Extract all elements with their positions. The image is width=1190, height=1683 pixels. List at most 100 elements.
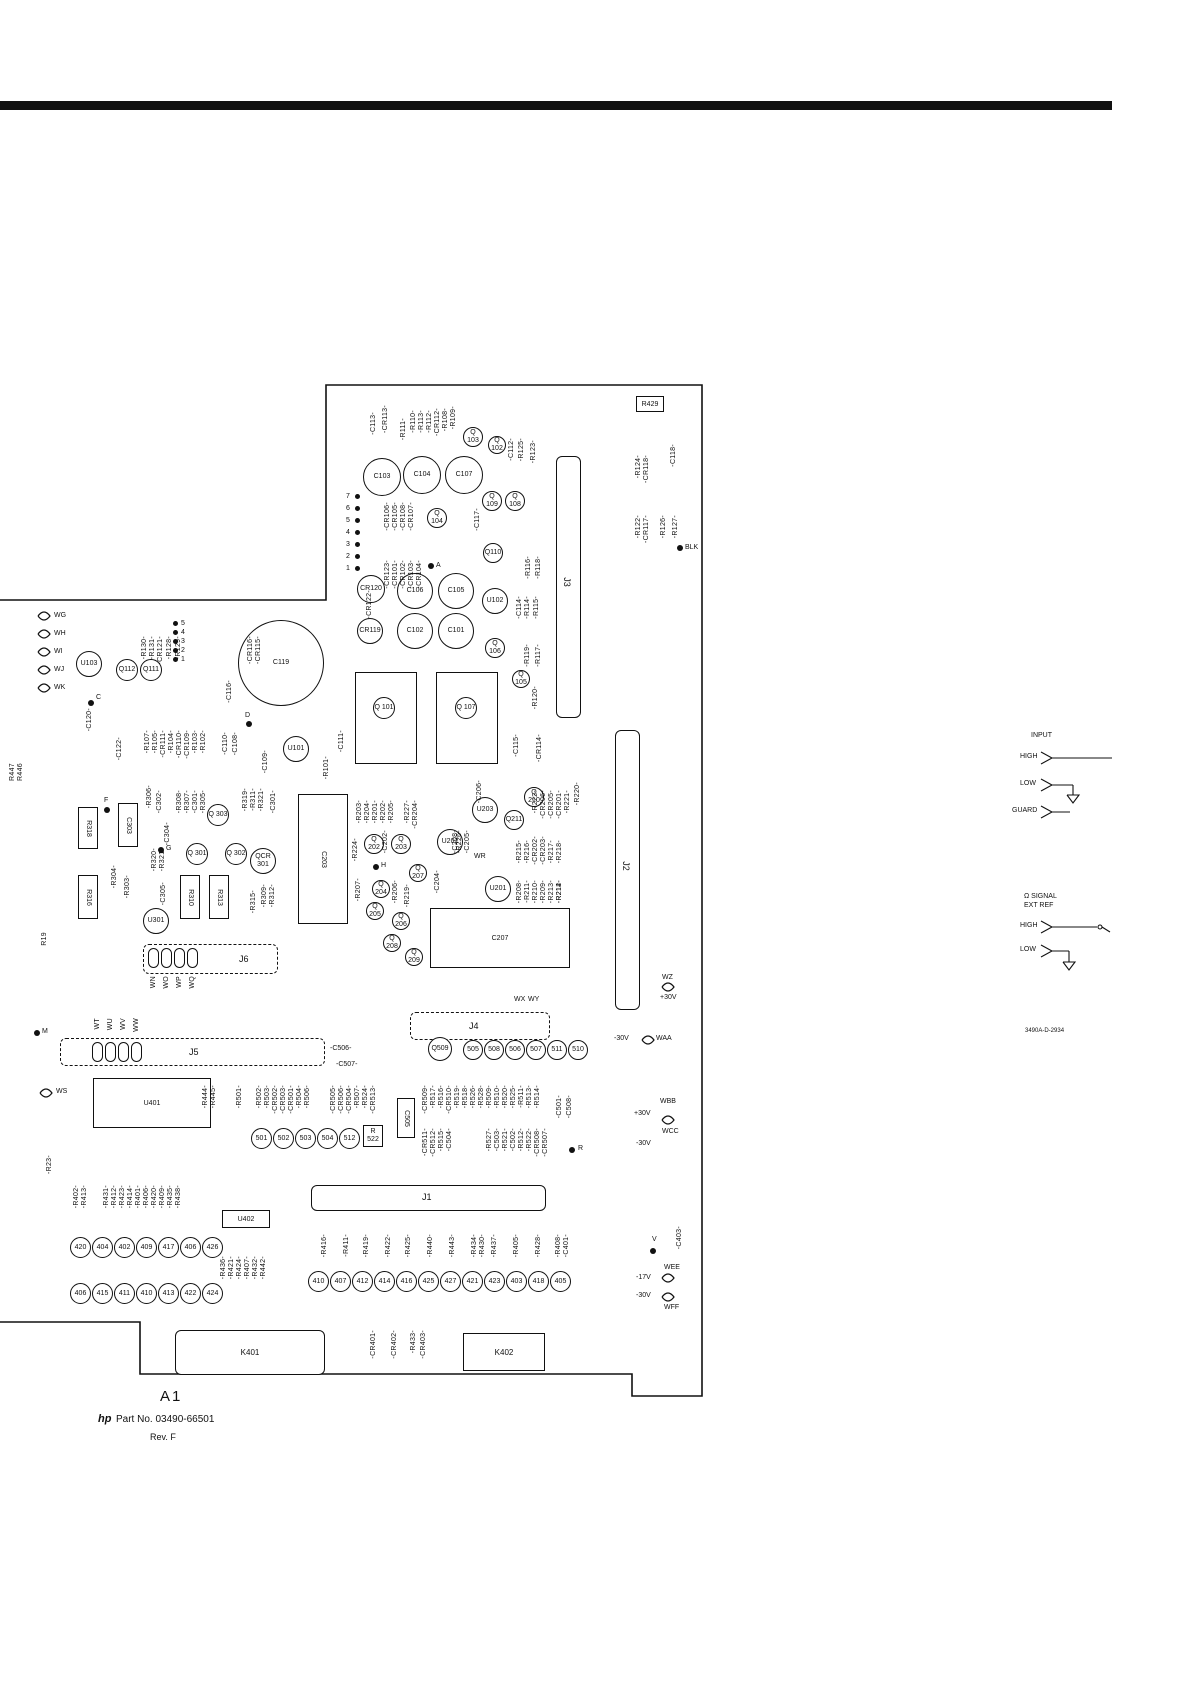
label-r312: -R312-	[269, 884, 276, 908]
label-r445: -R445-	[210, 1085, 217, 1109]
ic-u401: U401	[93, 1078, 211, 1128]
label-r202: -R202-	[380, 800, 387, 824]
test-point-blk-label: BLK	[685, 544, 699, 551]
label-r204: -R204-	[364, 800, 371, 824]
label-r413: -R413-	[81, 1185, 88, 1209]
label-r117: -R117-	[535, 644, 542, 667]
label-r120: -R120-	[532, 686, 539, 710]
test-point-h-label: H	[381, 862, 387, 869]
label-r216: -R216-	[524, 840, 531, 864]
label-r23: -R23-	[46, 1155, 53, 1175]
label-r437: -R437-	[491, 1234, 498, 1258]
test-point-d-label: D	[245, 712, 251, 719]
resistor-r429: R429	[636, 396, 664, 412]
transistor-q407: 407	[330, 1271, 351, 1292]
transistor-q108-label: Q 108	[509, 493, 521, 508]
label-r209: -R209-	[540, 880, 547, 904]
transistor-q303-label: Q 303	[208, 811, 228, 818]
label-r524: -R524-	[362, 1085, 369, 1109]
label-cr205: -CR205-	[548, 790, 555, 819]
transistor-q409-label: 409	[140, 1243, 153, 1251]
label-c202: -C202-	[382, 830, 389, 854]
label-r519: -R519-	[454, 1085, 461, 1109]
label-r412: -R412-	[111, 1185, 118, 1209]
transistor-q507-label: 507	[530, 1046, 542, 1053]
ic-u202: U202	[437, 829, 463, 855]
label-cr112: -CR112-	[434, 408, 441, 437]
label-r515: -R515-	[438, 1128, 445, 1152]
transistor-q416-label: 416	[400, 1277, 413, 1285]
jumper-wx: WX	[514, 996, 526, 1003]
label-c111: -C111-	[338, 730, 345, 753]
pin-dot	[355, 542, 360, 547]
transistor-q105: Q 105	[512, 670, 530, 688]
transistor-q512: 512	[339, 1128, 360, 1149]
capacitor-c203: C203	[298, 794, 348, 924]
label-r211: -R211-	[524, 880, 531, 903]
transistor-q425: 425	[418, 1271, 439, 1292]
transistor-q508: 508	[484, 1040, 504, 1060]
capacitor-1-label: C104	[413, 471, 431, 478]
label-r444: -R444-	[202, 1085, 209, 1109]
label-r526: -R526-	[470, 1085, 477, 1109]
label-c502: -C502-	[510, 1128, 517, 1152]
capacitor-0: C103	[363, 458, 401, 496]
label-cr401: -CR401-	[370, 1330, 377, 1359]
label-c116: -C116-	[226, 680, 233, 703]
legend-input-title: INPUT	[1031, 732, 1052, 739]
transistor-q108: Q 108	[505, 491, 525, 511]
transistor-q106-label: Q 106	[489, 640, 501, 655]
assembly-label: A1	[160, 1388, 183, 1405]
jumper-wz: WZ	[662, 974, 673, 981]
label-cr108: -CR108-	[400, 502, 407, 531]
jumper-wee-voltage: -17V	[636, 1274, 651, 1281]
label-r442: -R442-	[260, 1256, 267, 1280]
label-r205: -R205-	[388, 800, 395, 824]
connector-j6: J6	[143, 944, 278, 974]
legend-low-2: LOW	[1020, 946, 1036, 953]
ic-u203: U203	[472, 797, 498, 823]
test-point-v	[650, 1248, 656, 1254]
resistor-r318: R318	[78, 807, 98, 849]
label-r118: -R118-	[535, 556, 542, 579]
label-r218: -R218-	[556, 840, 563, 864]
test-point-f-label: F	[104, 797, 109, 804]
pin-number: 3	[181, 638, 185, 645]
transistor-q402: 402	[114, 1237, 135, 1258]
connector-j4: J4	[410, 1012, 550, 1040]
label-r520: -R520-	[502, 1085, 509, 1109]
pin-dot	[173, 630, 178, 635]
pin-dot	[355, 530, 360, 535]
transistor-q415-label: 415	[96, 1289, 109, 1297]
transistor-q103-label: Q 103	[467, 429, 479, 444]
transistor-q411-label: 411	[118, 1289, 131, 1297]
transistor-q107-label: Q 107	[456, 704, 476, 711]
label-c113: -C113-	[370, 412, 377, 435]
pin-dot	[355, 518, 360, 523]
transistor-q416: 416	[396, 1271, 417, 1292]
jumper-wp-label: WP	[176, 976, 183, 988]
label-r503: -R503-	[264, 1085, 271, 1109]
transistor-q111-label: Q111	[142, 666, 160, 673]
transistor-q506-label: 506	[509, 1046, 521, 1053]
transistor-q409: 409	[136, 1237, 157, 1258]
label-r512: -R512-	[518, 1128, 525, 1152]
transistor-q103: Q 103	[463, 427, 483, 447]
label-c403: -C403-	[676, 1226, 683, 1250]
capacitor-5: C102	[397, 613, 433, 649]
label-r311: -R311-	[250, 788, 257, 811]
jumper-wee: WEE	[664, 1264, 680, 1271]
transistor-q210: Q 210	[524, 787, 544, 807]
label-r128: -R128-	[166, 636, 173, 660]
label-r309: -R309-	[261, 884, 268, 908]
label-c208: -C208-	[452, 830, 459, 854]
label-r506: -R506-	[304, 1085, 311, 1109]
label-cr116: -CR116-	[247, 636, 254, 665]
pin-dot	[355, 506, 360, 511]
capacitor-0-label: C103	[373, 473, 391, 480]
transistor-q506: 506	[505, 1040, 525, 1060]
label-r504: -R504-	[296, 1085, 303, 1109]
label-r518: -R518-	[462, 1085, 469, 1109]
transistor-q301-label: Q 301	[187, 850, 207, 857]
jumper-ws: WS	[56, 1088, 68, 1095]
